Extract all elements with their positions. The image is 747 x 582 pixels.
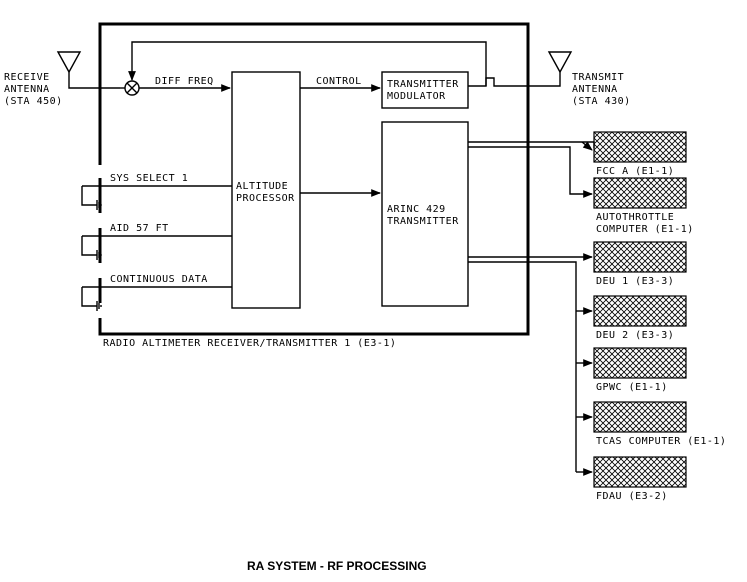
- deu-2-label: DEU 2 (E3-3): [596, 330, 674, 341]
- svg-text:SYS SELECT 1: SYS SELECT 1: [110, 173, 188, 184]
- deu-2-box: [593, 295, 687, 327]
- arinc-429-transmitter-label: ARINC 429 TRANSMITTER: [387, 204, 459, 227]
- fcc-a-label: FCC A (E1-1): [596, 166, 674, 177]
- svg-text:CONTINUOUS DATA: CONTINUOUS DATA: [110, 274, 208, 285]
- output-bus-vertical: [468, 261, 577, 472]
- svg-text:AID 57 FT: AID 57 FT: [110, 223, 169, 234]
- gpwc-label: GPWC (E1-1): [596, 382, 668, 393]
- lru-outline: [98, 22, 530, 336]
- control-label: CONTROL: [316, 76, 362, 87]
- transmit-antenna-label: TRANSMIT ANTENNA (STA 430): [572, 72, 631, 107]
- tcas-computer-label: TCAS COMPUTER (E1-1): [596, 436, 726, 447]
- altitude-processor-label: ALTITUDE PROCESSOR: [236, 181, 295, 204]
- deu-1-box: [593, 241, 687, 273]
- input-aid: AID 57 FT: [81, 223, 232, 260]
- input-continuous-data: CONTINUOUS DATA: [81, 274, 232, 311]
- transmit-antenna-icon: [547, 51, 573, 74]
- mixer-icon: [124, 80, 140, 96]
- fcc-a-box: [593, 131, 687, 163]
- altitude-processor-block: [231, 71, 301, 309]
- diff-freq-label: DIFF FREQ: [155, 76, 214, 87]
- tcas-computer-box: [593, 401, 687, 433]
- autothrottle-box: [593, 177, 687, 209]
- receive-antenna-icon: [56, 51, 120, 89]
- fdau-label: FDAU (E3-2): [596, 491, 668, 502]
- transmitter-modulator-label: TRANSMITTER MODULATOR: [387, 79, 465, 102]
- diagram-caption: RA SYSTEM - RF PROCESSING: [247, 559, 427, 573]
- fdau-box: [593, 456, 687, 488]
- transmitter-modulator-block: [381, 71, 469, 109]
- input-sys-select: SYS SELECT 1: [81, 173, 232, 210]
- deu-1-label: DEU 1 (E3-3): [596, 276, 674, 287]
- receive-antenna-label: RECEIVE ANTENNA (STA 450): [4, 72, 63, 107]
- autothrottle-label: AUTOTHROTTLE COMPUTER (E1-1): [596, 212, 694, 235]
- lru-label: RADIO ALTIMETER RECEIVER/TRANSMITTER 1 (…: [103, 338, 396, 349]
- feedback-line: [128, 41, 487, 86]
- arinc-429-transmitter-block: [381, 121, 469, 307]
- gpwc-box: [593, 347, 687, 379]
